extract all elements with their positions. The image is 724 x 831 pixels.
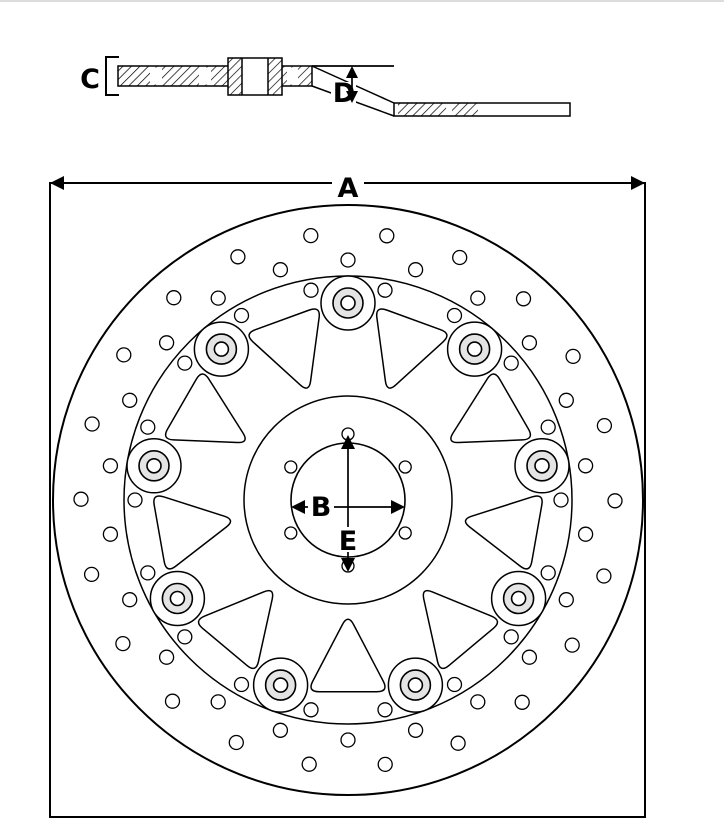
b-arrow-right [391, 500, 405, 514]
mounting-section-outline [393, 102, 571, 117]
a-arrow-left [50, 176, 64, 190]
disc-section-hatch [118, 66, 312, 86]
dimension-label-c: C [80, 64, 100, 95]
dimension-label-b: B [311, 492, 332, 523]
d-arrow-down [346, 91, 358, 103]
carrier-windows [153, 308, 543, 693]
disc-outer-edge [52, 204, 644, 796]
hub-section-hatch-left [228, 58, 242, 95]
section-hole-gap [199, 67, 211, 85]
dimension-label-e: E [339, 526, 357, 557]
e-arrow-down [341, 558, 355, 572]
e-arrow-up [341, 435, 355, 449]
front-view: A B E [49, 168, 646, 818]
floating-buttons [138, 287, 558, 701]
section-hole-gap [150, 67, 162, 85]
disc-section-outline [117, 65, 313, 87]
hub-section-outline [227, 57, 283, 96]
vent-holes [73, 227, 623, 773]
section-hole-gap [287, 67, 298, 85]
hub-outline [243, 395, 453, 605]
hub-section-hatch-right [268, 58, 282, 95]
c-dimension-bracket [105, 56, 119, 96]
b-arrow-left [291, 500, 305, 514]
d-arrow-up [346, 66, 358, 78]
dimension-label-a: A [338, 173, 359, 204]
a-arrow-right [631, 176, 645, 190]
cross-section-view: C D [80, 56, 571, 117]
dimension-label-d: D [333, 78, 355, 109]
